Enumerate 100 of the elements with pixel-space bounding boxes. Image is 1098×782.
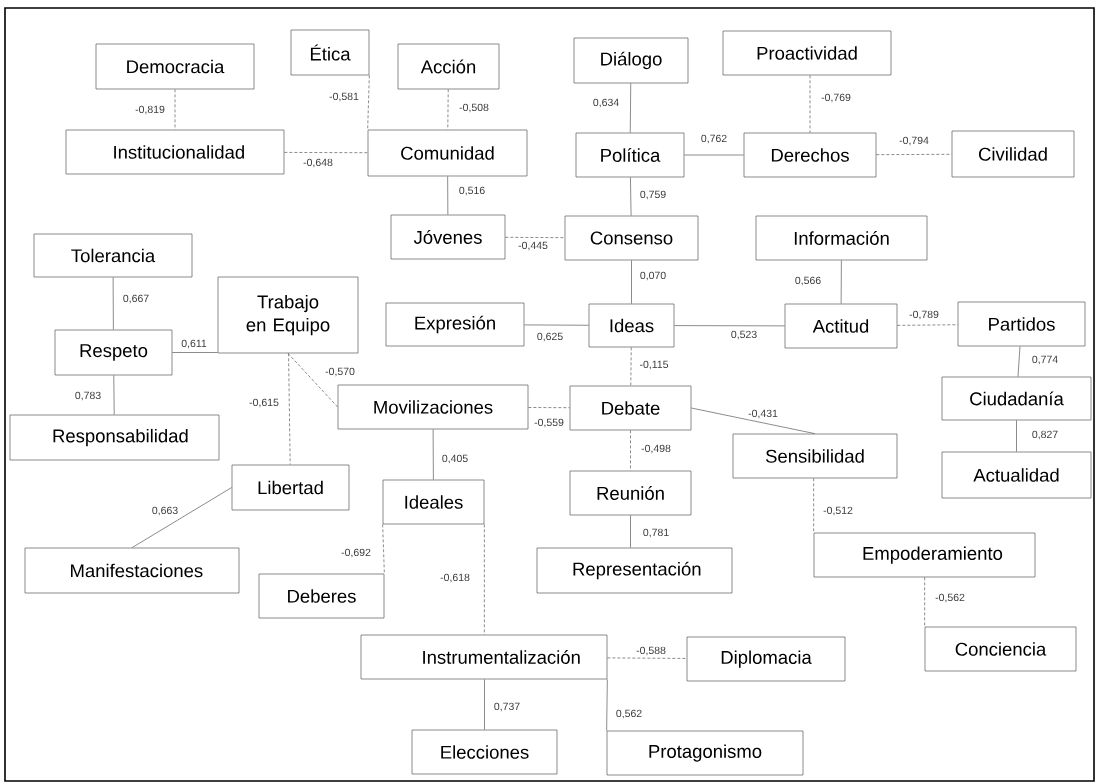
concept-box: Representación (536, 547, 733, 594)
concept-box: Ideales (382, 479, 485, 525)
edge-label: -0,615 (248, 397, 280, 409)
concept-box: Civilidad (951, 130, 1075, 178)
connector-line (288, 352, 291, 466)
concept-box: Movilizaciones (337, 384, 529, 430)
concept-box: Responsabilidad (9, 414, 220, 461)
concept-box: Empoderamiento (813, 532, 1036, 578)
concept-box: Partidos (957, 301, 1086, 347)
connector-line (447, 175, 449, 216)
connector-line (174, 88, 176, 131)
edge-label: -0,559 (533, 417, 565, 429)
concept-box: Elecciones (411, 729, 558, 775)
connector-line (673, 325, 786, 327)
edge-label: 0,566 (794, 275, 822, 287)
concept-box: Deberes (258, 573, 385, 619)
concept-box: Instrumentalización (360, 634, 608, 680)
edge-label: -0,498 (640, 443, 672, 455)
edge-label: -0,431 (747, 408, 779, 420)
connector-line (840, 259, 842, 305)
connector-line (527, 407, 571, 409)
concept-box: Respeto (54, 329, 173, 376)
connector-line (1016, 419, 1017, 453)
concept-box: Ideas (588, 303, 675, 348)
edge-label: -0,508 (458, 102, 490, 114)
concept-box: Diálogo (573, 37, 689, 84)
edge-label: 0,774 (1031, 354, 1059, 366)
edge-label: -0,648 (302, 157, 334, 169)
connector-line (606, 657, 688, 659)
edge-label: 0,523 (730, 329, 758, 341)
concept-box: Ciudadanía (941, 376, 1092, 421)
edge-label: 0,516 (458, 185, 486, 197)
concept-box: Libertad (231, 464, 350, 511)
edge-label: -0,562 (934, 592, 966, 604)
concept-box: Información (755, 215, 928, 261)
connector-line (630, 429, 631, 472)
concept-box: Proactividad (722, 30, 892, 76)
concept-box: Ética (290, 29, 370, 76)
edge-label: 0,070 (639, 270, 667, 282)
edge-label: 0,405 (441, 453, 469, 465)
connector-line (504, 236, 566, 239)
concept-box: Trabajo en Equipo (217, 276, 359, 354)
connector-line (813, 477, 815, 534)
connector-line (809, 74, 811, 134)
edge-label: 0,667 (122, 293, 150, 305)
connector-line (683, 154, 745, 156)
edge-label: 0,634 (592, 97, 620, 109)
connector-line (432, 428, 434, 481)
connector-line (630, 514, 631, 549)
edge-label: -0,618 (439, 572, 471, 584)
concept-box: Expresión (385, 302, 525, 347)
connector-line (112, 276, 114, 331)
connector-line (1017, 345, 1021, 378)
concept-box: Diplomacia (686, 636, 846, 682)
connector-line (367, 74, 370, 131)
edge-label: 0,827 (1031, 429, 1059, 441)
edge-label: -0,445 (517, 240, 549, 252)
edge-label: -0,588 (635, 645, 667, 657)
edge-label: -0,819 (134, 104, 166, 116)
connector-line (171, 352, 219, 353)
connector-line (287, 352, 339, 408)
concept-box: Manifestaciones (24, 547, 240, 594)
connector-line (690, 407, 816, 435)
concept-box: Política (575, 132, 685, 178)
concept-box: Comunidad (367, 129, 528, 177)
concept-box: Jóvenes (390, 214, 506, 260)
concept-box: Conciencia (924, 626, 1077, 672)
concept-box: Actualidad (941, 451, 1092, 499)
edge-label: -0,794 (898, 135, 930, 147)
connector-line (523, 324, 590, 326)
edge-label: -0,512 (822, 505, 854, 517)
edge-label: 0,562 (615, 708, 643, 720)
concept-box: Acción (397, 43, 500, 90)
edge-label: 0,737 (493, 701, 521, 713)
edge-label: 0,611 (180, 338, 208, 350)
edge-label: -0,769 (820, 92, 852, 104)
connector-line (382, 523, 385, 575)
edge-label: -0,789 (908, 309, 940, 321)
edge-label: 0,783 (74, 390, 102, 402)
concept-box: Democracia (95, 43, 255, 90)
concept-box: Derechos (743, 132, 877, 178)
edge-label: 0,759 (639, 189, 667, 201)
concept-box: Protagonismo (606, 730, 804, 776)
edge-label: -0,115 (638, 359, 670, 371)
connector-line (896, 324, 959, 326)
connector-line (447, 88, 449, 131)
connector-line (629, 82, 632, 134)
connector-line (630, 346, 632, 387)
concept-box: Sensibilidad (732, 433, 898, 479)
concept-box: Institucionalidad (65, 129, 285, 175)
connector-line (606, 678, 608, 732)
connector-line (631, 259, 632, 305)
edge-label: -0,692 (340, 547, 372, 559)
connector-line (131, 487, 233, 549)
edge-label: 0,625 (536, 331, 564, 343)
concept-box: Reunión (569, 470, 692, 516)
edge-label: 0,762 (700, 133, 728, 145)
edge-label: 0,781 (642, 527, 670, 539)
connector-line (630, 176, 632, 217)
concept-box: Consenso (564, 215, 699, 261)
